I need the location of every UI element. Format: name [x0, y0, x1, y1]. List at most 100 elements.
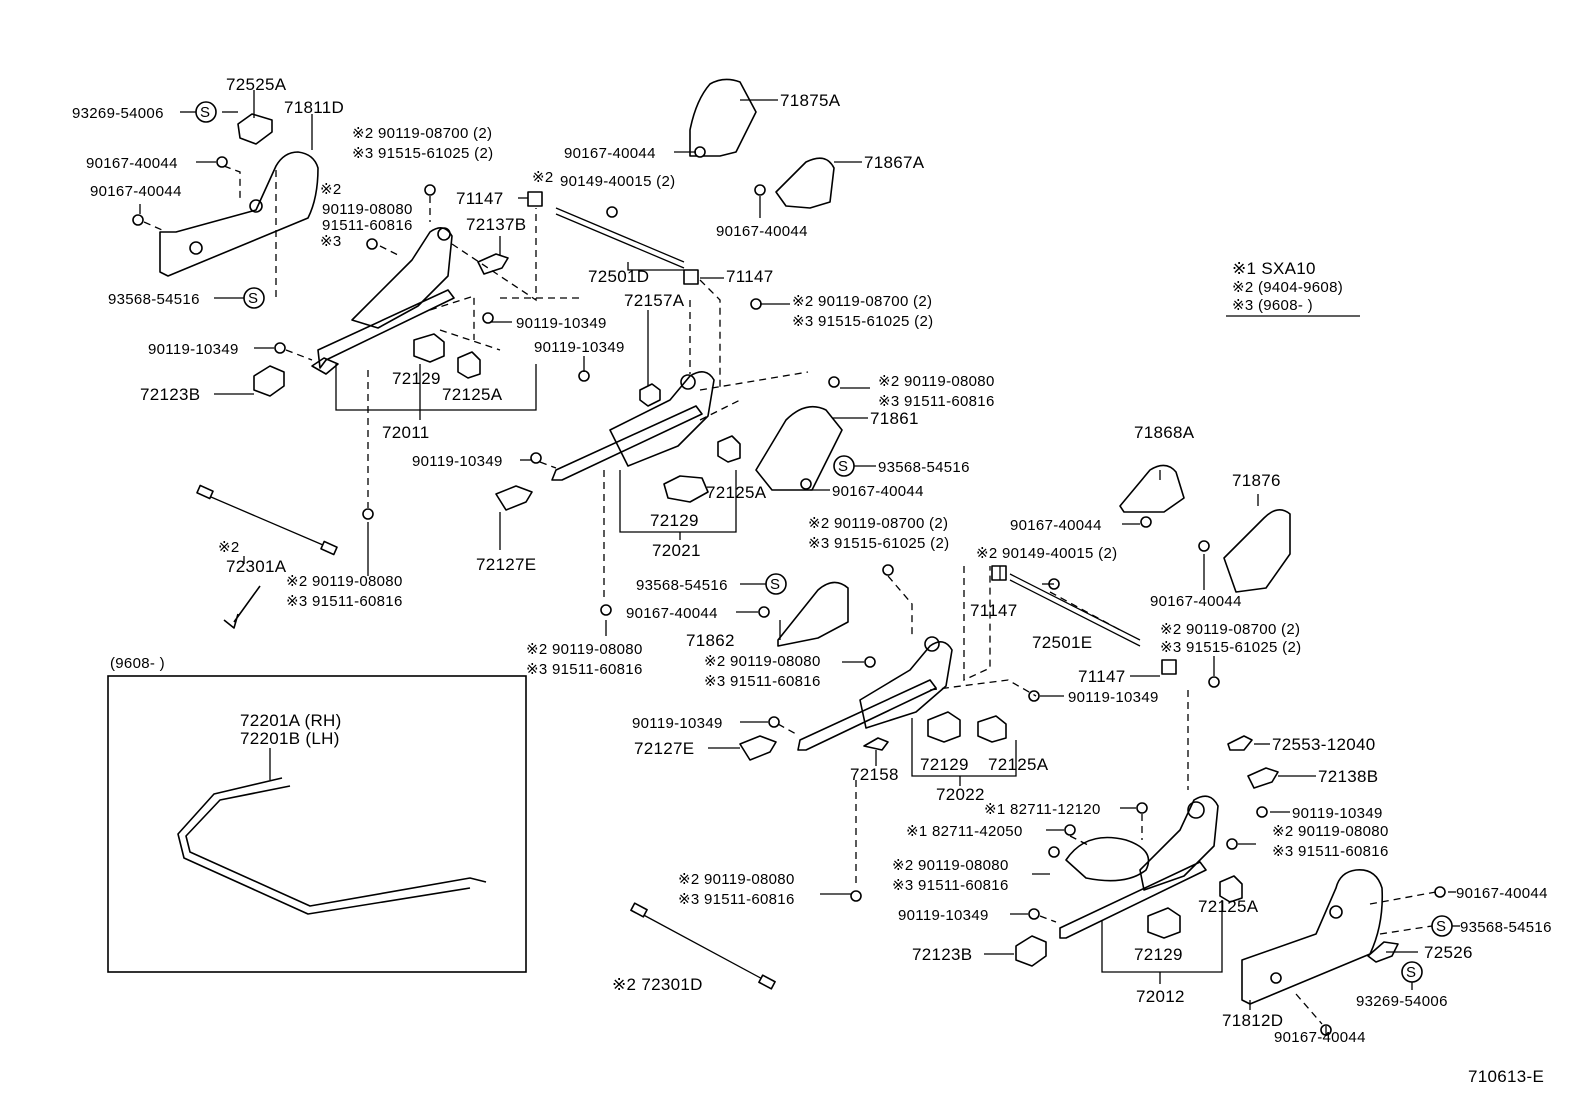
label-72123b-right: 72123B [912, 945, 972, 964]
label-72012: 72012 [1136, 987, 1185, 1006]
part-71812d [1241, 869, 1384, 1005]
label-91511-60816-a: 91511-60816 [322, 217, 413, 234]
legend-line3: ※3 (9608- ) [1232, 297, 1313, 314]
part-71861 [755, 405, 843, 491]
fasteners [132, 146, 1446, 1036]
part-71147-a [527, 191, 543, 207]
part-71876 [1223, 509, 1291, 593]
inset-box [107, 675, 527, 973]
label-91515-61025-a: ※3 91515-61025 (2) [352, 145, 493, 162]
label-90119-08080-f: ※2 90119-08080 [1272, 823, 1389, 840]
inset-part-72201b: 72201B (LH) [240, 729, 340, 748]
svg-text:S: S [248, 290, 258, 307]
part-72137b [477, 253, 509, 275]
label-90149-40015-a: 90149-40015 (2) [560, 173, 675, 190]
part-72526 [1367, 941, 1399, 963]
part-72501d-rod [555, 207, 685, 263]
label-90119-08700-c: ※2 90119-08700 (2) [808, 515, 948, 532]
label-72011: 72011 [382, 423, 430, 442]
label-90149-40015-b: ※2 90149-40015 (2) [976, 545, 1117, 562]
label-71862: 71862 [686, 631, 735, 650]
label-90119-08080-b: ※2 90119-08080 [878, 373, 995, 390]
part-71811d [159, 151, 319, 277]
part-72129-lower [927, 711, 961, 743]
label-91515-61025-b: ※3 91515-61025 (2) [792, 313, 933, 330]
label-91511-60816-c: ※3 91511-60816 [286, 593, 403, 610]
label-71147-a: 71147 [456, 189, 504, 208]
label-72138b: 72138B [1318, 767, 1378, 786]
label-82711-12120: ※1 82711-12120 [984, 801, 1101, 818]
label-90119-08080-g: ※2 90119-08080 [892, 857, 1009, 874]
label-71147-d: 71147 [1078, 667, 1126, 686]
label-91511-60816-f: ※3 91511-60816 [1272, 843, 1389, 860]
part-72501e-rod [1009, 573, 1141, 641]
label-72501e: 72501E [1032, 633, 1092, 652]
label-90119-08080-e: ※2 90119-08080 [704, 653, 821, 670]
part-72301d-cable [637, 911, 769, 983]
label-91511-60816-g: ※3 91511-60816 [892, 877, 1009, 894]
svg-text:S: S [838, 458, 848, 475]
label-72129-left: 72129 [392, 369, 441, 388]
label-90167-40044-j: 90167-40044 [1274, 1029, 1366, 1046]
part-71147-c [991, 565, 1007, 581]
label-90119-10349-g: 90119-10349 [1292, 805, 1383, 822]
label-90119-10349-d: 90119-10349 [412, 453, 503, 470]
label-90167-40044-e: 90167-40044 [832, 483, 924, 500]
part-72125a-right [1219, 875, 1243, 903]
label-90167-40044-c: 90167-40044 [564, 145, 656, 162]
label-90167-40044-d: 90167-40044 [716, 223, 808, 240]
label-72127e-top: 72127E [476, 555, 536, 574]
label-71867a: 71867A [864, 153, 925, 172]
label-72129-right: 72129 [1134, 945, 1183, 964]
part-71862 [777, 581, 849, 647]
label-91511-60816-e: ※3 91511-60816 [704, 673, 821, 690]
label-90119-10349-h: 90119-10349 [898, 907, 989, 924]
part-71875a [689, 78, 757, 157]
label-72157a: 72157A [624, 291, 685, 310]
label-90119-08080-a: 90119-08080 [322, 201, 413, 218]
label-93269-54006-a: 93269-54006 [72, 105, 164, 122]
label-71812d: 71812D [1222, 1011, 1283, 1030]
label-90119-08080-d: ※2 90119-08080 [526, 641, 643, 658]
part-71147-d [1161, 659, 1177, 675]
part-72123b-left [253, 365, 285, 397]
dashed-lines [143, 165, 1437, 1025]
label-90119-08700-b: ※2 90119-08700 (2) [792, 293, 932, 310]
part-72157a [639, 383, 661, 407]
label-71811d: 71811D [284, 98, 344, 117]
inset-part-72201a: 72201A (RH) [240, 711, 342, 730]
part-72125a-lower [977, 715, 1007, 743]
label-note3-a: ※3 [320, 233, 342, 250]
svg-text:S: S [1406, 964, 1416, 981]
label-71147-b: 71147 [726, 267, 774, 286]
label-72129-lower: 72129 [920, 755, 969, 774]
label-90167-40044-h: 90167-40044 [1150, 593, 1242, 610]
label-72123b-left: 72123B [140, 385, 200, 404]
part-72201-bar [185, 785, 487, 907]
label-72526: 72526 [1424, 943, 1473, 962]
label-71875a: 71875A [780, 91, 841, 110]
part-82711-harness [1065, 836, 1150, 882]
label-note2-c: ※2 [218, 539, 240, 556]
legend-line1: ※1 SXA10 [1232, 259, 1316, 278]
leader-lines [139, 90, 1460, 1036]
label-72158: 72158 [850, 765, 899, 784]
part-71147-b [683, 269, 699, 285]
part-72022-track [797, 641, 953, 751]
label-90167-40044-a: 90167-40044 [86, 155, 178, 172]
label-90119-08080-c: ※2 90119-08080 [286, 573, 403, 590]
part-72129-left [413, 333, 445, 363]
label-90119-10349-a: 90119-10349 [148, 341, 239, 358]
part-72129-mid [663, 475, 709, 503]
label-90119-08700-a: ※2 90119-08700 (2) [352, 125, 492, 142]
label-72501d: 72501D [588, 267, 649, 286]
label-90119-10349-f: 90119-10349 [1068, 689, 1159, 706]
part-72158 [863, 737, 889, 751]
svg-text:S: S [770, 576, 780, 593]
label-93568-54516-d: 93568-54516 [1460, 919, 1552, 936]
label-71868a: 71868A [1134, 423, 1195, 442]
part-72129-right [1147, 907, 1181, 939]
svg-text:S: S [1436, 918, 1446, 935]
